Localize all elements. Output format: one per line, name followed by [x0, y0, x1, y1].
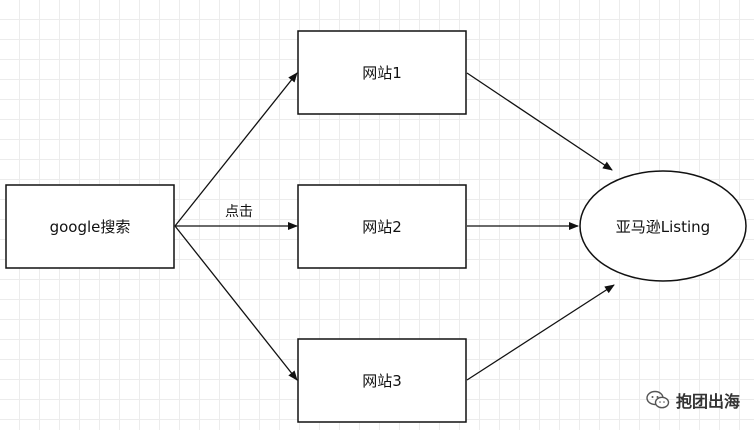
- wechat-icon: [646, 390, 670, 409]
- arrow-search-to-site3: [174, 225, 298, 381]
- node-amazon-listing: 亚马逊Listing: [579, 170, 747, 282]
- node-google-search-label: google搜索: [50, 218, 131, 236]
- node-google-search: google搜索: [5, 184, 175, 269]
- watermark: 抱团出海: [646, 388, 740, 412]
- edge-label-click: 点击: [225, 204, 253, 220]
- watermark-text: 抱团出海: [675, 392, 740, 411]
- node-site-3-label: 网站3: [362, 372, 402, 390]
- node-site-2-label: 网站2: [362, 218, 402, 236]
- arrow-site1-to-listing: [466, 72, 613, 171]
- node-site-3: 网站3: [297, 338, 467, 423]
- arrow-site3-to-listing: [466, 284, 615, 381]
- arrow-search-to-site1: [174, 72, 298, 227]
- node-site-1: 网站1: [297, 30, 467, 115]
- node-amazon-listing-label: 亚马逊Listing: [616, 218, 710, 236]
- node-site-2: 网站2: [297, 184, 467, 269]
- node-site-1-label: 网站1: [362, 64, 402, 82]
